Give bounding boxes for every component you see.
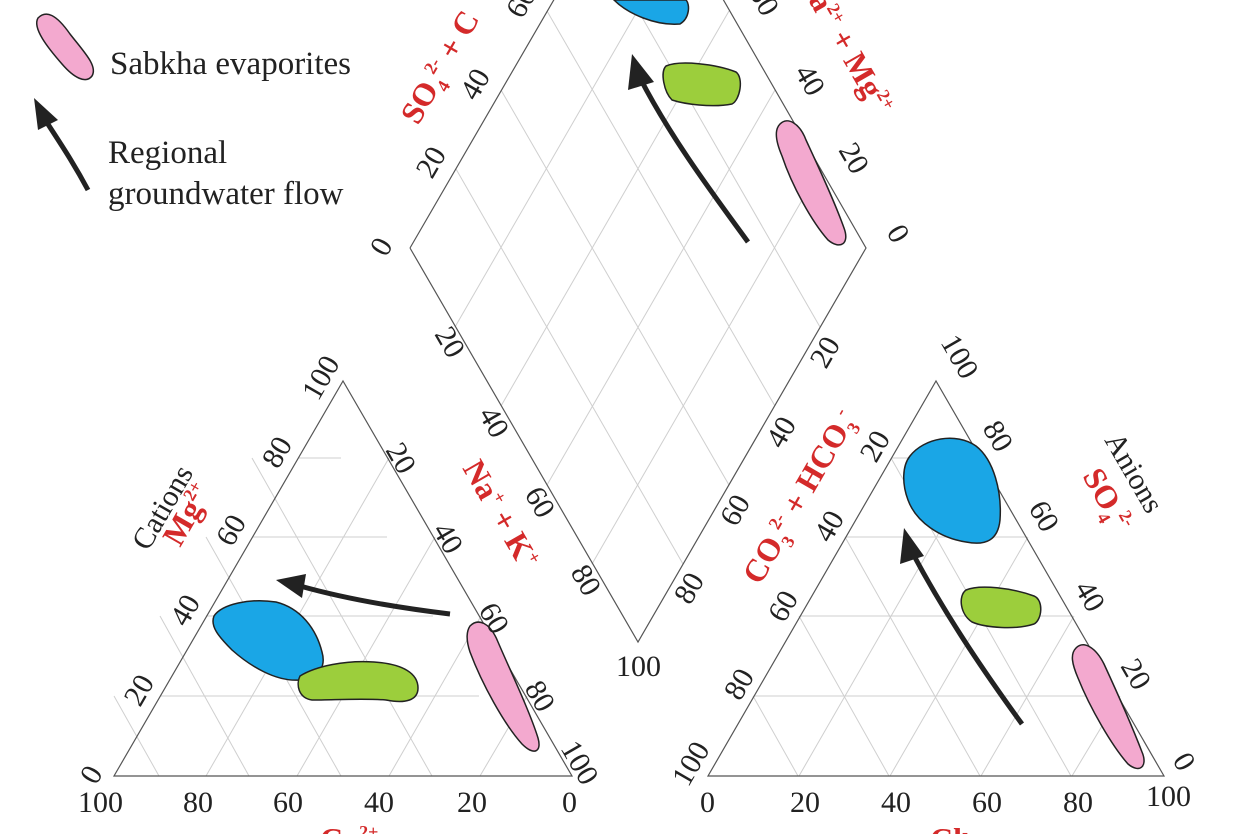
diamond-lower-left-tick: 40 bbox=[472, 401, 516, 443]
anion-bottom-tick: 0 bbox=[700, 786, 715, 819]
anion-flow-arrowhead bbox=[900, 528, 924, 564]
cation-right-tick: 40 bbox=[426, 517, 470, 559]
cation-right-tick: 20 bbox=[379, 437, 423, 479]
cation-bottom-tick: 60 bbox=[273, 786, 303, 819]
anion-bottom-axis-label: Cl- bbox=[930, 821, 968, 834]
anion-blue-field bbox=[903, 437, 1002, 544]
cation-left-tick: 100 bbox=[295, 350, 346, 405]
diamond-upper-right-tick: 20 bbox=[832, 137, 876, 179]
diamond-upper-left-tick: 40 bbox=[453, 63, 497, 105]
anion-left-axis-label: CO32- + HCO3- bbox=[735, 403, 868, 592]
anion-triangle-frame bbox=[706, 379, 1166, 777]
anion-right-tick: 100 bbox=[934, 329, 985, 384]
diamond-upper-right-tick: 0 bbox=[880, 219, 916, 248]
anion-right-tick: 0 bbox=[1166, 747, 1202, 776]
legend-arrowhead-icon bbox=[34, 98, 58, 130]
cation-bottom-tick: 20 bbox=[457, 786, 487, 819]
anion-green-field bbox=[960, 586, 1042, 629]
diamond-flow-arrowhead bbox=[628, 54, 654, 90]
legend-arrow-icon bbox=[41, 116, 91, 192]
anion-right-tick: 40 bbox=[1068, 575, 1112, 617]
cation-flow-arrow bbox=[299, 583, 451, 617]
cation-right-tick: 100 bbox=[554, 735, 605, 790]
legend-sabkha-swatch bbox=[35, 13, 95, 81]
anion-left-tick: 100 bbox=[665, 736, 716, 791]
diamond-lower-left-tick: 20 bbox=[428, 321, 472, 363]
diamond-upper-left-tick: 20 bbox=[409, 141, 453, 183]
anion-triangle: 0 20 40 60 80 100 100 80 60 40 20 0 20 4… bbox=[665, 329, 1202, 839]
anion-bottom-tick: 60 bbox=[972, 786, 1002, 819]
legend-sabkha-label: Sabkha evaporites bbox=[110, 46, 351, 82]
diamond-upper-right-tick: 80 bbox=[742, 0, 786, 21]
anion-bottom-tick: 40 bbox=[881, 786, 911, 819]
diamond-lower-right-tick: 80 bbox=[667, 567, 711, 609]
cation-green-field bbox=[297, 660, 419, 703]
diamond-lower-right-tick: 60 bbox=[713, 489, 757, 531]
diamond-lower-left-tick: 80 bbox=[564, 559, 608, 601]
diamond-frame bbox=[409, 0, 867, 644]
diamond-green-field bbox=[662, 62, 742, 107]
cation-blue-field bbox=[212, 600, 324, 681]
diamond-upper-right-tick: 40 bbox=[788, 59, 832, 101]
anion-bottom-tick: 100 bbox=[1146, 780, 1191, 813]
cation-bottom-tick: 80 bbox=[183, 786, 213, 819]
anion-left-tick: 40 bbox=[807, 505, 851, 547]
cation-triangle-frame bbox=[112, 379, 574, 777]
anion-right-tick: 20 bbox=[1114, 653, 1158, 695]
diamond-upper-left-tick: 60 bbox=[499, 0, 543, 24]
diamond-pink-field bbox=[775, 120, 847, 246]
anion-left-tick: 60 bbox=[761, 585, 805, 627]
cation-bottom-tick: 0 bbox=[562, 786, 577, 819]
anion-flow-arrow bbox=[909, 550, 1025, 726]
diamond-lower-right-tick: 40 bbox=[759, 411, 803, 453]
anion-bottom-tick: 20 bbox=[790, 786, 820, 819]
anion-pink-field bbox=[1071, 644, 1145, 770]
cation-flow-arrowhead bbox=[276, 574, 306, 598]
cation-bottom-tick: 100 bbox=[78, 786, 123, 819]
diamond-flow-arrow bbox=[637, 76, 751, 244]
cation-bottom-tick: 40 bbox=[364, 786, 394, 819]
anion-right-tick: 60 bbox=[1022, 495, 1066, 537]
cation-bottom-axis-label: Ca2+ bbox=[320, 821, 378, 834]
cation-left-tick: 40 bbox=[163, 589, 207, 631]
central-diamond: 0 20 40 60 0 20 40 80 20 40 60 80 20 40 … bbox=[363, 0, 916, 683]
legend: Sabkha evaporites Regional groundwater f… bbox=[34, 13, 351, 212]
anion-bottom-tick: 80 bbox=[1063, 786, 1093, 819]
diamond-lower-right-tick: 20 bbox=[803, 331, 847, 373]
legend-flow-label-2: groundwater flow bbox=[108, 176, 344, 212]
cation-pink-field bbox=[466, 621, 540, 752]
legend-flow-label-1: Regional bbox=[108, 135, 227, 171]
cation-triangle: 100 80 60 40 20 0 0 20 40 60 80 100 20 4… bbox=[73, 350, 605, 839]
cation-left-tick: 60 bbox=[209, 509, 253, 551]
diamond-blue-field bbox=[612, 0, 690, 25]
diamond-upper-left-tick: 0 bbox=[363, 232, 399, 261]
diamond-bottom-label: 100 bbox=[616, 650, 661, 683]
